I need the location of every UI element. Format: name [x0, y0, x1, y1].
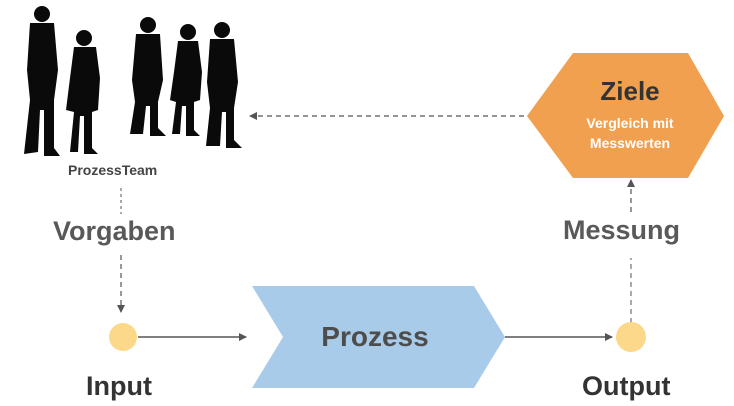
input-label: Input	[86, 371, 152, 401]
ziele-subtitle-line2: Messwerten	[589, 135, 671, 151]
vorgaben-label: Vorgaben	[53, 216, 176, 246]
ziele-hexagon	[527, 53, 724, 178]
prozessteam-label: ProzessTeam	[68, 162, 158, 178]
input-node	[109, 323, 137, 351]
business-team-silhouettes-icon	[24, 6, 242, 156]
ziele-subtitle-line1: Vergleich mit	[586, 115, 674, 131]
output-label: Output	[582, 371, 671, 401]
prozess-chevron	[252, 286, 505, 388]
ziele-title: Ziele	[600, 76, 660, 106]
messung-label: Messung	[563, 215, 681, 245]
prozess-label: Prozess	[321, 321, 429, 352]
output-node	[616, 322, 646, 352]
